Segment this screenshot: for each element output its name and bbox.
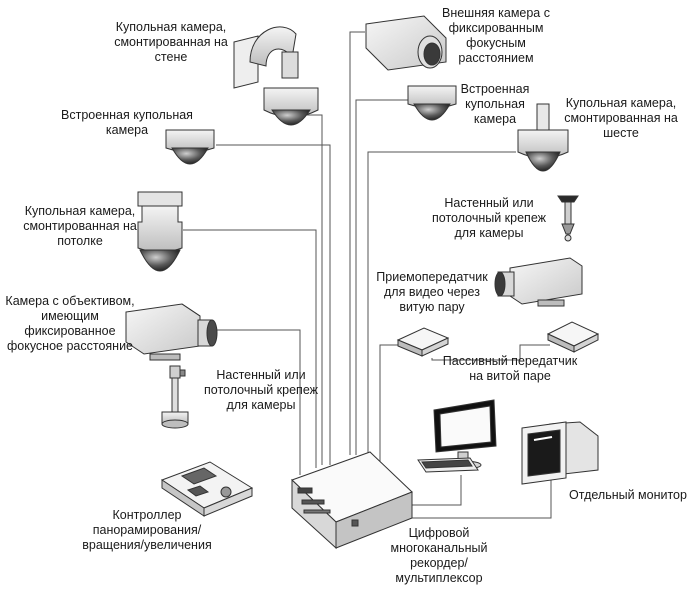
label-line: Приемопередатчик bbox=[376, 270, 488, 284]
label-line: витую пару bbox=[399, 300, 465, 314]
ceiling-mount-bracket-right bbox=[557, 195, 579, 242]
wall-dome-camera bbox=[233, 26, 319, 126]
label-line: рекордер/ bbox=[410, 556, 468, 570]
builtin-dome-left-camera bbox=[165, 129, 215, 165]
label-pole-dome: Купольная камера, смонтированная на шест… bbox=[556, 96, 686, 141]
label-builtin-dome-right: Встроенная купольная камера bbox=[452, 82, 538, 127]
label-line: Купольная камера, bbox=[565, 96, 677, 110]
label-line: фиксированное bbox=[24, 324, 116, 338]
label-line: смонтированная на bbox=[114, 35, 228, 49]
label-line: Контроллер bbox=[112, 508, 182, 522]
label-mount-left: Настенный или потолочный крепеж для каме… bbox=[196, 368, 326, 413]
label-line: Камера с объективом, bbox=[5, 294, 135, 308]
label-line: вращения/увеличения bbox=[82, 538, 212, 552]
fixed-lens-box-camera bbox=[125, 303, 218, 361]
label-line: потолке bbox=[57, 234, 103, 248]
label-line: смонтированная на bbox=[23, 219, 137, 233]
label-line: потолочный крепеж bbox=[204, 383, 318, 397]
label-line: Пассивный передатчик bbox=[442, 354, 578, 368]
twisted-pair-transceiver bbox=[396, 327, 450, 357]
label-line: камера bbox=[473, 112, 517, 126]
label-line: для камеры bbox=[454, 226, 524, 240]
ceiling-dome-camera bbox=[137, 191, 183, 272]
fixed-box-camera-right bbox=[494, 257, 583, 307]
label-line: шесте bbox=[603, 126, 639, 140]
label-dvr: Цифровой многоканальный рекордер/ мульти… bbox=[374, 526, 504, 586]
label-line: панорамирования/ bbox=[92, 523, 202, 537]
label-line: имеющим bbox=[41, 309, 99, 323]
label-line: на витой паре bbox=[469, 369, 551, 383]
ptz-controller bbox=[160, 461, 254, 517]
label-mount-right: Настенный или потолочный крепеж для каме… bbox=[424, 196, 554, 241]
label-transceiver: Приемопередатчик для видео через витую п… bbox=[364, 270, 500, 315]
label-line: Настенный или bbox=[216, 368, 306, 382]
label-line: Внешняя камера с bbox=[441, 6, 550, 20]
label-line: стене bbox=[154, 50, 188, 64]
label-line: Цифровой bbox=[408, 526, 470, 540]
label-line: фокусным bbox=[466, 36, 526, 50]
label-line: мультиплексор bbox=[395, 571, 483, 585]
label-ptz-controller: Контроллер панорамирования/ вращения/уве… bbox=[72, 508, 222, 553]
label-line: потолочный крепеж bbox=[432, 211, 546, 225]
label-line: Встроенная купольная bbox=[61, 108, 193, 122]
connection-wires bbox=[183, 31, 552, 519]
label-line: Отдельный монитор bbox=[569, 488, 687, 502]
label-monitor: Отдельный монитор bbox=[560, 488, 696, 503]
label-line: Купольная камера, bbox=[115, 20, 227, 34]
lcd-monitor bbox=[417, 399, 497, 473]
label-ceiling-dome: Купольная камера, смонтированная на пото… bbox=[10, 204, 150, 249]
label-line: смонтированная на bbox=[564, 111, 678, 125]
label-external-fixed: Внешняя камера с фиксированным фокусным … bbox=[428, 6, 564, 66]
external-fixed-camera bbox=[365, 15, 447, 71]
builtin-dome-right-camera bbox=[407, 85, 457, 121]
label-line: Встроенная bbox=[460, 82, 530, 96]
label-line: многоканальный bbox=[390, 541, 488, 555]
label-line: для камеры bbox=[226, 398, 296, 412]
pole-dome-camera bbox=[517, 103, 569, 172]
wall-mount-bracket-left bbox=[161, 365, 189, 429]
label-line: расстоянием bbox=[458, 51, 534, 65]
label-wall-dome: Купольная камера, смонтированная на стен… bbox=[106, 20, 236, 65]
label-passive-transmitter: Пассивный передатчик на витой паре bbox=[428, 354, 592, 384]
label-line: для видео через bbox=[384, 285, 480, 299]
label-line: камера bbox=[105, 123, 149, 137]
label-line: купольная bbox=[465, 97, 525, 111]
dvr-recorder bbox=[291, 451, 413, 550]
label-builtin-dome-left: Встроенная купольная камера bbox=[52, 108, 202, 138]
crt-monitor bbox=[521, 421, 599, 485]
label-line: Настенный или bbox=[444, 196, 534, 210]
label-line: фокусное расстояние bbox=[6, 339, 134, 353]
label-line: Купольная камера, bbox=[24, 204, 136, 218]
label-fixed-lens-camera: Камера с объективом, имеющим фиксированн… bbox=[0, 294, 140, 354]
passive-twisted-pair-transmitter bbox=[546, 321, 600, 353]
label-line: фиксированным bbox=[448, 21, 544, 35]
